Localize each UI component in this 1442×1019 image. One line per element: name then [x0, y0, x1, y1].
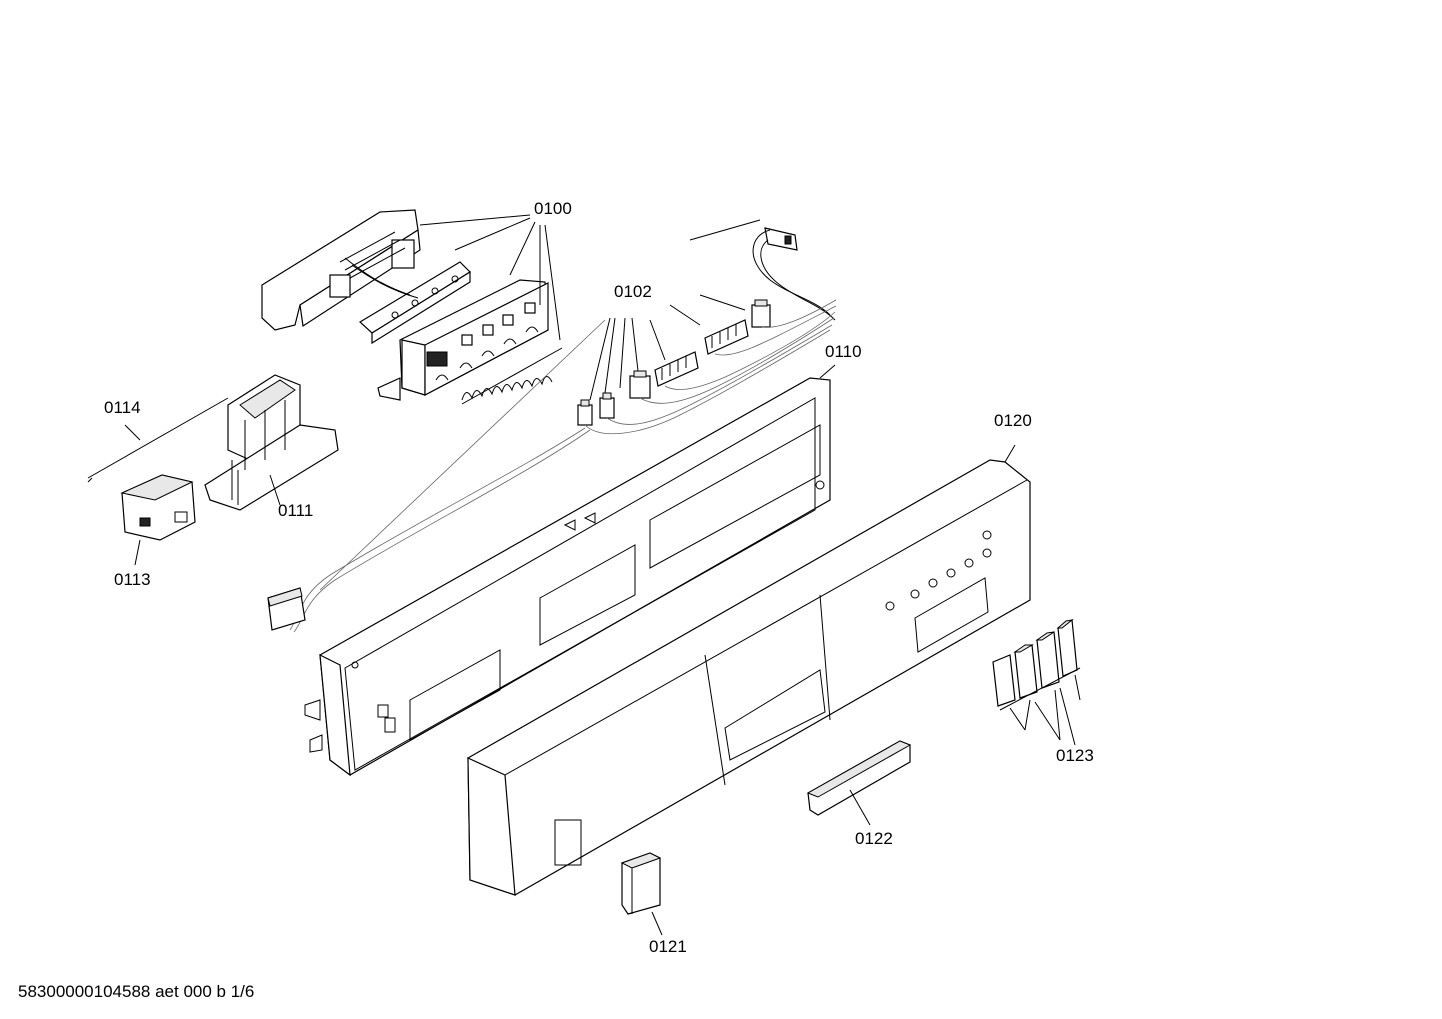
harness-end-connector	[267, 587, 306, 631]
label-0110: 0110	[825, 342, 862, 361]
harness-connector-1	[577, 399, 593, 426]
part-0100-electronic-module	[261, 209, 563, 405]
part-0110-panel-frame	[304, 364, 836, 777]
part-0121-button-block	[620, 852, 663, 936]
label-0123: 0123	[1056, 746, 1094, 765]
label-0114: 0114	[104, 398, 141, 417]
harness-connector-5	[704, 319, 749, 355]
label-0122: 0122	[855, 829, 893, 848]
part-0122-trim-strip	[806, 740, 912, 826]
label-0111: 0111	[278, 501, 314, 520]
label-0113: 0113	[114, 570, 151, 589]
part-0120-front-panel	[467, 444, 1031, 896]
label-0100: 0100	[534, 199, 572, 218]
harness-connector-6	[751, 299, 771, 328]
part-0123-button-keys	[992, 619, 1081, 746]
label-0120: 0120	[994, 411, 1032, 430]
part-0113-door-switch	[120, 474, 196, 566]
part-0111-dispenser-unit	[204, 374, 339, 511]
harness-connector-2	[599, 392, 615, 419]
harness-connector-3	[629, 370, 651, 399]
document-id-footer: 58300000104588 aet 000 b 1/6	[18, 982, 255, 1001]
harness-connector-4	[654, 351, 699, 387]
label-0102: 0102	[614, 282, 652, 301]
label-0121: 0121	[649, 937, 687, 956]
part-0102-wiring-harness	[267, 219, 837, 633]
part-0114-rod	[87, 397, 229, 483]
